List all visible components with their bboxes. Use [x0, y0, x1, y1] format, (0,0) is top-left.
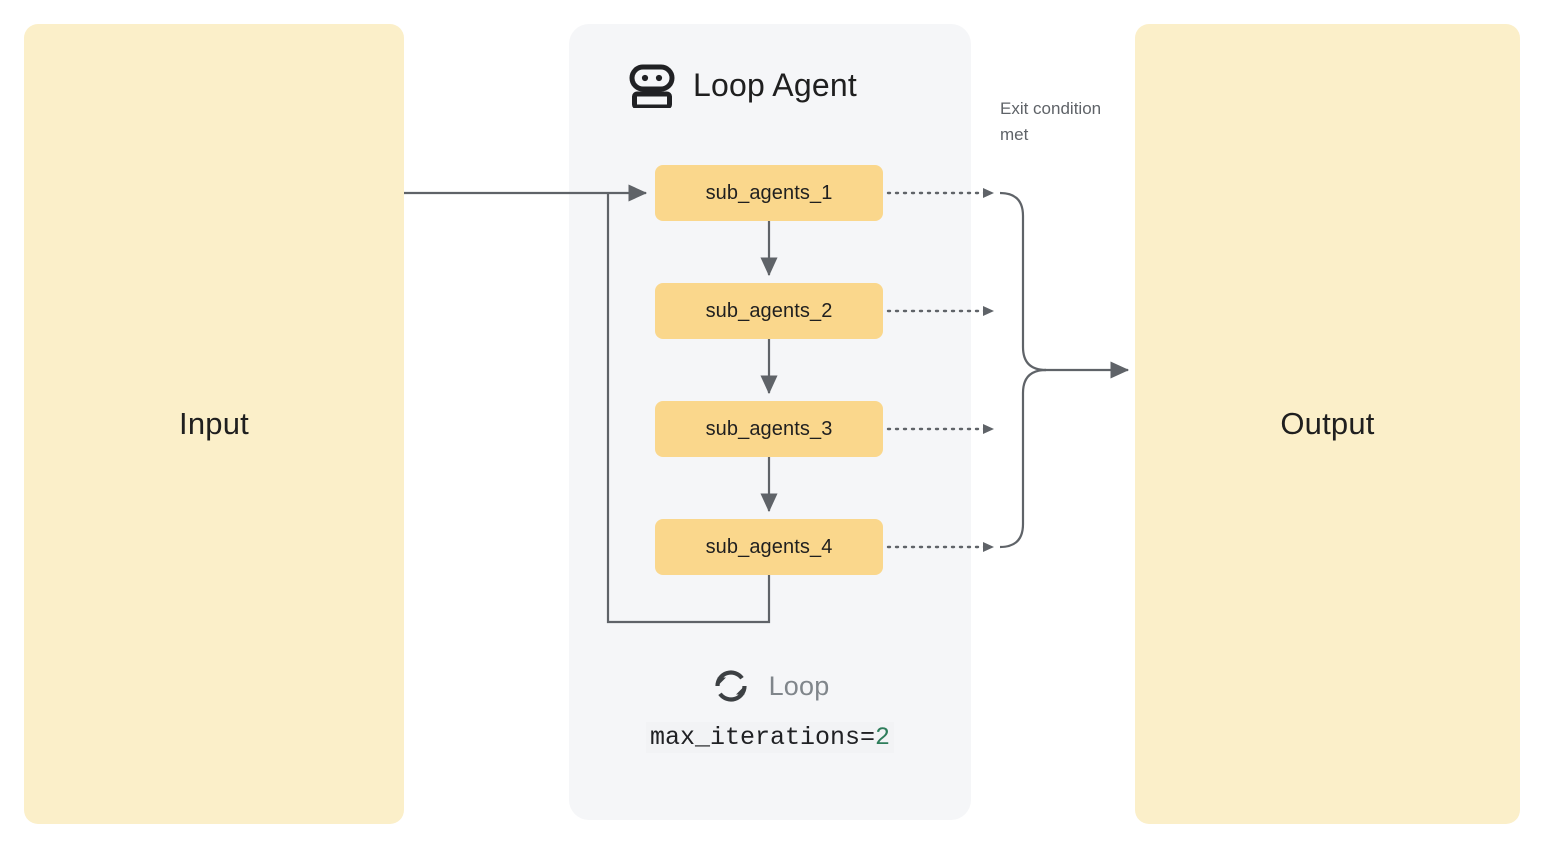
- input-label: Input: [179, 406, 249, 441]
- loop-config: max_iterations=2: [645, 722, 895, 753]
- loop-config-wrapper: max_iterations=2: [569, 706, 971, 753]
- loop-refresh-icon: [711, 666, 751, 706]
- sub-agent-label: sub_agents_3: [705, 417, 833, 440]
- sub-agent-box[interactable]: sub_agents_1: [655, 165, 883, 221]
- output-panel: Output: [1135, 24, 1520, 824]
- loop-footer: Loop max_iterations=2: [569, 666, 971, 753]
- exit-condition-label: Exit condition met: [1000, 99, 1102, 144]
- edge-exit-merge-bus: [999, 191, 1130, 549]
- sub-agent-box[interactable]: sub_agents_4: [655, 519, 883, 575]
- input-panel: Input: [24, 24, 404, 824]
- loop-label: Loop: [768, 670, 830, 701]
- loop-row: Loop: [569, 666, 971, 706]
- sub-agent-label: sub_agents_1: [705, 181, 833, 204]
- robot-icon: [629, 62, 675, 108]
- sub-agent-label: sub_agents_4: [705, 535, 833, 558]
- loop-agent-title: Loop Agent: [693, 66, 857, 103]
- loop-config-value: 2: [875, 723, 891, 752]
- loop-agent-header: Loop Agent: [629, 62, 857, 108]
- sub-agent-box[interactable]: sub_agents_2: [655, 283, 883, 339]
- output-label: Output: [1280, 406, 1375, 441]
- loop-config-key: max_iterations=: [649, 723, 876, 752]
- sub-agent-box[interactable]: sub_agents_3: [655, 401, 883, 457]
- sub-agent-label: sub_agents_2: [705, 299, 833, 322]
